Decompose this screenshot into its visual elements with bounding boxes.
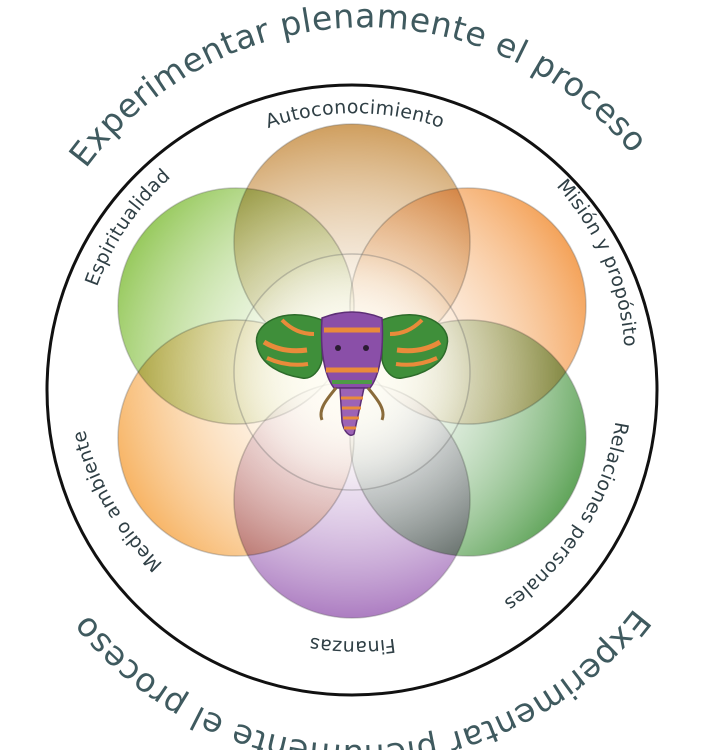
elephant-icon (255, 311, 449, 436)
label-finanzas: Finanzas (308, 632, 397, 658)
outer-ring (45, 83, 659, 697)
ring-text-bottom: Experimentar plenamente el proceso (64, 603, 659, 750)
